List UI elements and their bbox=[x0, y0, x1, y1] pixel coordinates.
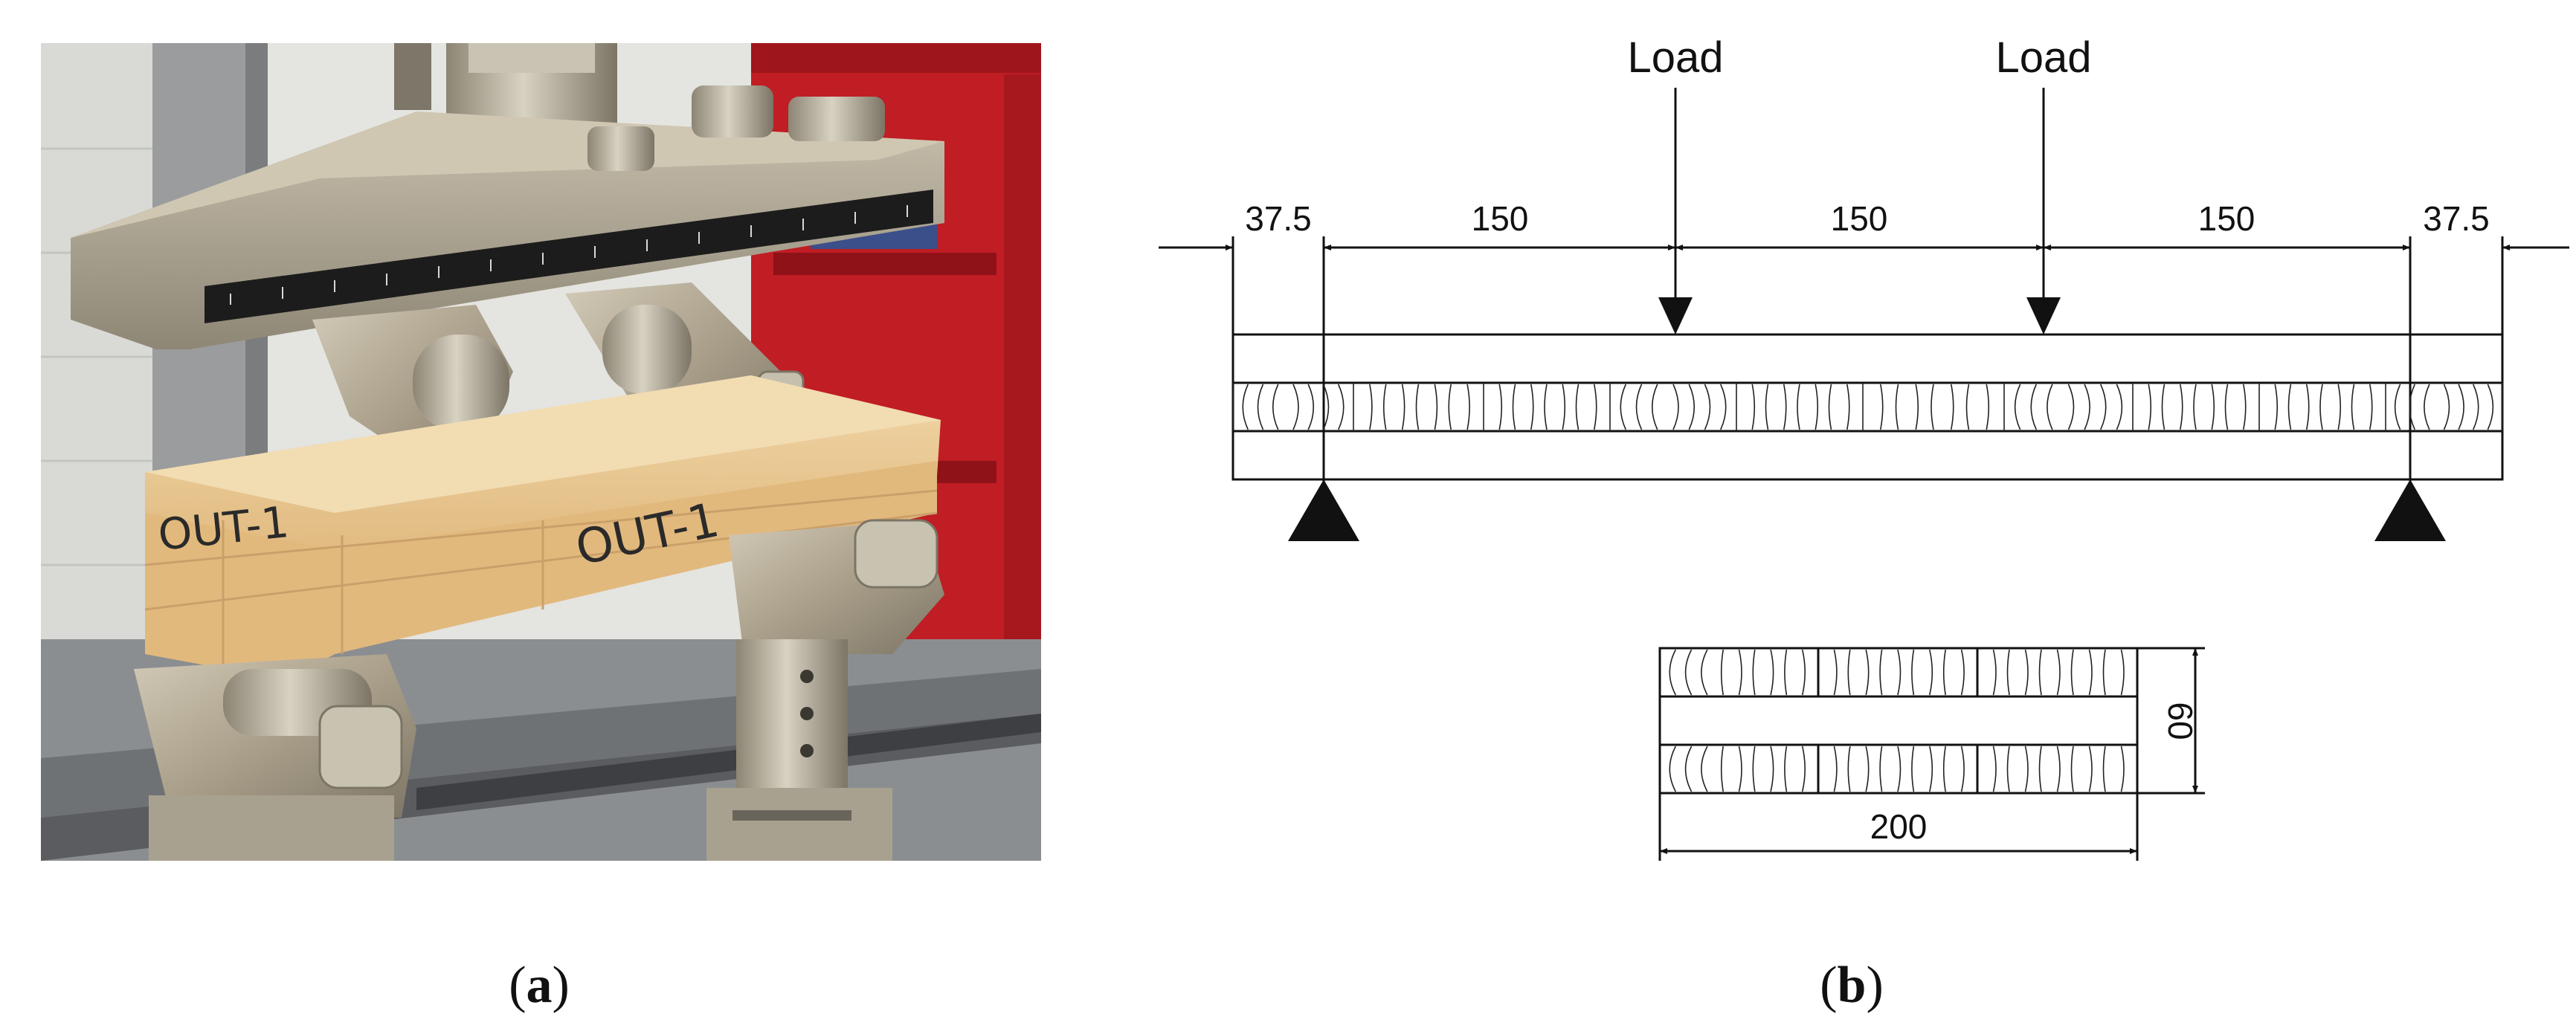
load-label-2: Load bbox=[1995, 33, 2091, 82]
dim-span-3: 150 bbox=[2198, 199, 2255, 238]
dim-section-width: 200 bbox=[1870, 807, 1928, 846]
load-arrow-1: Load bbox=[1627, 33, 1724, 334]
dim-section-height: 60 bbox=[2161, 702, 2200, 740]
support-triangle-right bbox=[2374, 479, 2446, 541]
dim-overhang-left: 37.5 bbox=[1245, 199, 1312, 238]
dimension-chain: 37.5 150 150 150 37.5 bbox=[1159, 199, 2569, 513]
caption-b: (b) bbox=[1820, 957, 1884, 1014]
panel-b-diagram: Load Load 37.5 150 150 150 37.5 bbox=[1159, 33, 2569, 861]
cross-section: 60 200 bbox=[1658, 647, 2205, 861]
support-right-post bbox=[736, 639, 848, 810]
dim-span-1: 150 bbox=[1472, 199, 1529, 238]
panel-a-photo: OUT-1 OUT-1 bbox=[41, 43, 1041, 861]
load-label-1: Load bbox=[1627, 33, 1723, 82]
dim-overhang-right: 37.5 bbox=[2423, 199, 2490, 238]
dim-span-2: 150 bbox=[1831, 199, 1888, 238]
beam-elevation bbox=[1231, 333, 2504, 481]
support-triangle-left bbox=[1288, 479, 1359, 541]
caption-a: (a) bbox=[509, 957, 570, 1014]
load-arrow-2: Load bbox=[1995, 33, 2092, 334]
scale-ruler bbox=[205, 190, 933, 323]
